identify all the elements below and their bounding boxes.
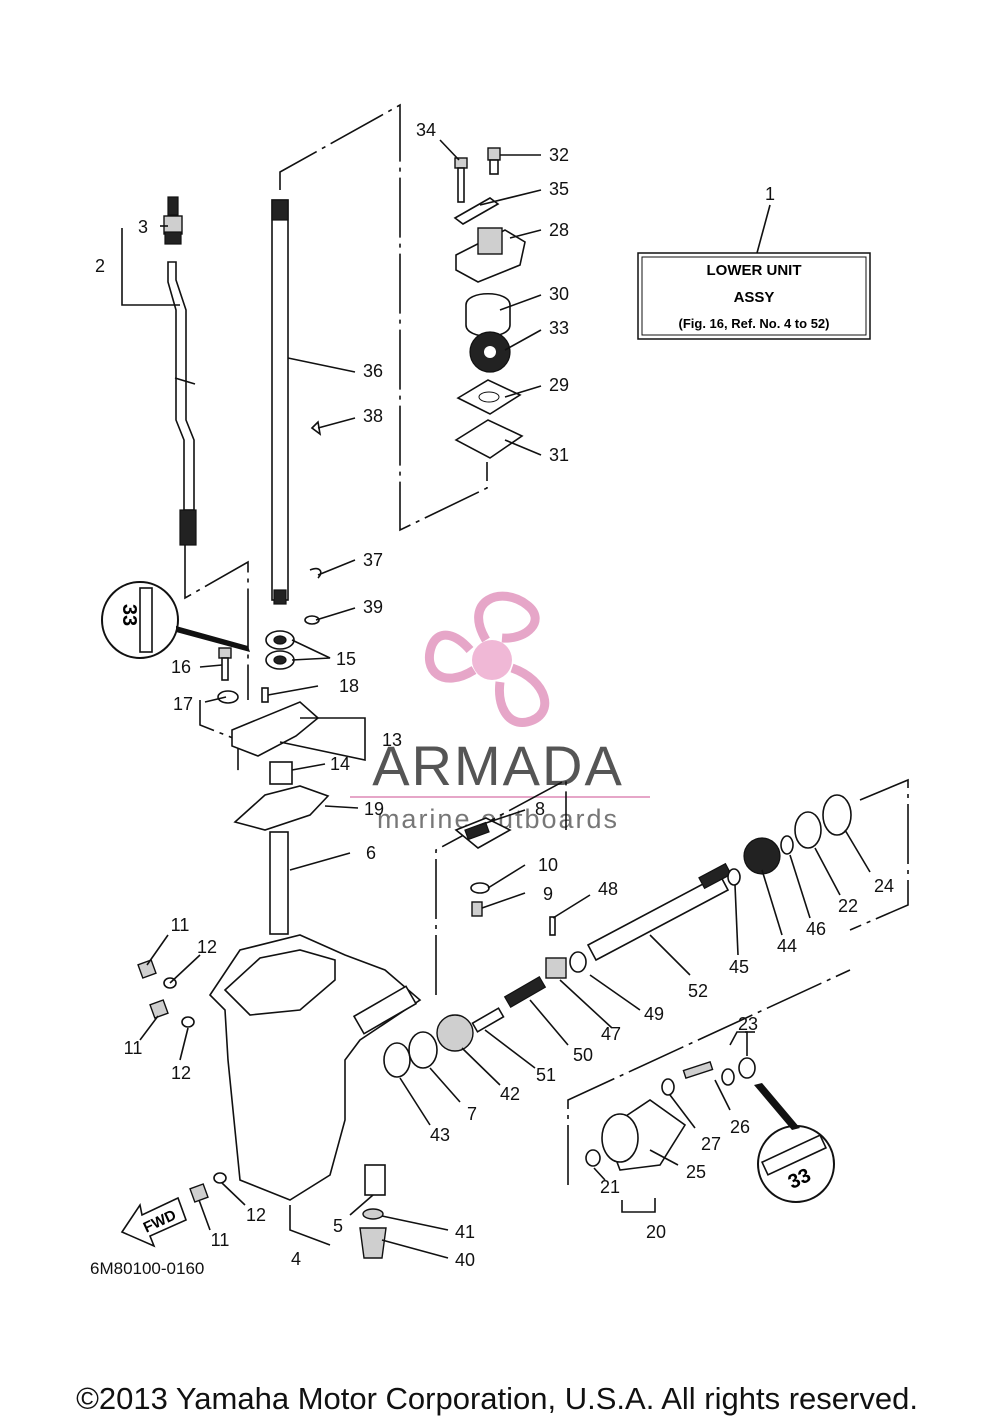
part-label-28: 28: [549, 220, 569, 240]
part-label-22: 22: [838, 896, 858, 916]
part-label-38: 38: [363, 406, 383, 426]
part-label-40: 40: [455, 1250, 475, 1270]
grease-callout-a: 33: [101, 581, 250, 659]
part-label-17: 17: [173, 694, 193, 714]
part-label-6: 6: [366, 843, 376, 863]
part-label-4: 4: [291, 1249, 301, 1269]
part-label-10: 10: [538, 855, 558, 875]
drive-shaft: [271, 199, 322, 625]
cap-assembly: [585, 1057, 756, 1171]
assy-box-line3: (Fig. 16, Ref. No. 4 to 52): [679, 316, 830, 331]
part-label-25: 25: [686, 1162, 706, 1182]
part-label-2: 2: [95, 256, 105, 276]
part-label-35: 35: [549, 179, 569, 199]
part-label-36: 36: [363, 361, 383, 381]
part-label-32: 32: [549, 145, 569, 165]
part-label-31: 31: [549, 445, 569, 465]
assembly-frame-lines: [184, 103, 909, 1185]
lower-case: [137, 934, 422, 1259]
grease-callout-b: 33: [754, 1083, 835, 1203]
part-label-15: 15: [336, 649, 356, 669]
part-label-8: 8: [535, 799, 545, 819]
part-label-48: 48: [598, 879, 618, 899]
part-label-12a: 12: [197, 937, 217, 957]
forward-direction-icon: FWD: [120, 1196, 188, 1248]
part-label-41: 41: [455, 1222, 475, 1242]
part-label-9: 9: [543, 884, 553, 904]
part-label-34: 34: [416, 120, 436, 140]
part-label-27: 27: [701, 1134, 721, 1154]
part-label-46: 46: [806, 919, 826, 939]
armada-watermark: ARMADA marine outboards: [350, 591, 650, 834]
callout-a-label: 33: [118, 604, 140, 626]
part-label-13: 13: [382, 730, 402, 750]
part-label-45: 45: [729, 957, 749, 977]
diagram-code: 6M80100-0160: [90, 1259, 204, 1278]
watermark-brand: ARMADA: [372, 734, 624, 797]
assy-box-line2: ASSY: [734, 289, 775, 306]
part-label-3: 3: [138, 217, 148, 237]
part-label-30: 30: [549, 284, 569, 304]
part-label-12b: 12: [171, 1063, 191, 1083]
part-label-18: 18: [339, 676, 359, 696]
part-label-49: 49: [644, 1004, 664, 1024]
part-label-44: 44: [777, 936, 797, 956]
copyright-notice: ©2013 Yamaha Motor Corporation, U.S.A. A…: [76, 1381, 918, 1416]
part-label-50: 50: [573, 1045, 593, 1065]
shift-rod: [163, 196, 197, 546]
assy-info-box: LOWER UNIT ASSY (Fig. 16, Ref. No. 4 to …: [637, 204, 871, 340]
part-label-43: 43: [430, 1125, 450, 1145]
part-number-labels: 1 2 3 4 5 6 7 8 9 10 11 11 11 12 12 12 1…: [95, 120, 894, 1270]
part-label-1: 1: [765, 184, 775, 204]
part-label-26: 26: [730, 1117, 750, 1137]
part-label-29: 29: [549, 375, 569, 395]
part-label-24: 24: [874, 876, 894, 896]
part-label-23: 23: [738, 1014, 758, 1034]
part-label-14: 14: [330, 754, 350, 774]
water-pump-assembly: [453, 147, 526, 459]
upper-housing-parts: [217, 630, 330, 935]
part-label-42: 42: [500, 1084, 520, 1104]
part-label-11c: 11: [211, 1230, 230, 1250]
part-label-5: 5: [333, 1216, 343, 1236]
assy-box-line1: LOWER UNIT: [707, 262, 802, 279]
propeller-shaft-parts: [383, 794, 852, 1078]
part-label-12c: 12: [246, 1205, 266, 1225]
leader-lines: [121, 139, 871, 1259]
part-label-11a: 11: [171, 915, 190, 935]
part-label-51: 51: [536, 1065, 556, 1085]
part-label-37: 37: [363, 550, 383, 570]
part-label-11b: 11: [124, 1038, 143, 1058]
part-label-21: 21: [600, 1177, 620, 1197]
part-label-19: 19: [364, 799, 384, 819]
part-label-39: 39: [363, 597, 383, 617]
part-label-16: 16: [171, 657, 191, 677]
part-label-52: 52: [688, 981, 708, 1001]
part-label-47: 47: [601, 1024, 621, 1044]
part-label-7: 7: [467, 1104, 477, 1124]
propeller-logo-icon: [424, 591, 550, 727]
part-label-33: 33: [549, 318, 569, 338]
part-label-20: 20: [646, 1222, 666, 1242]
